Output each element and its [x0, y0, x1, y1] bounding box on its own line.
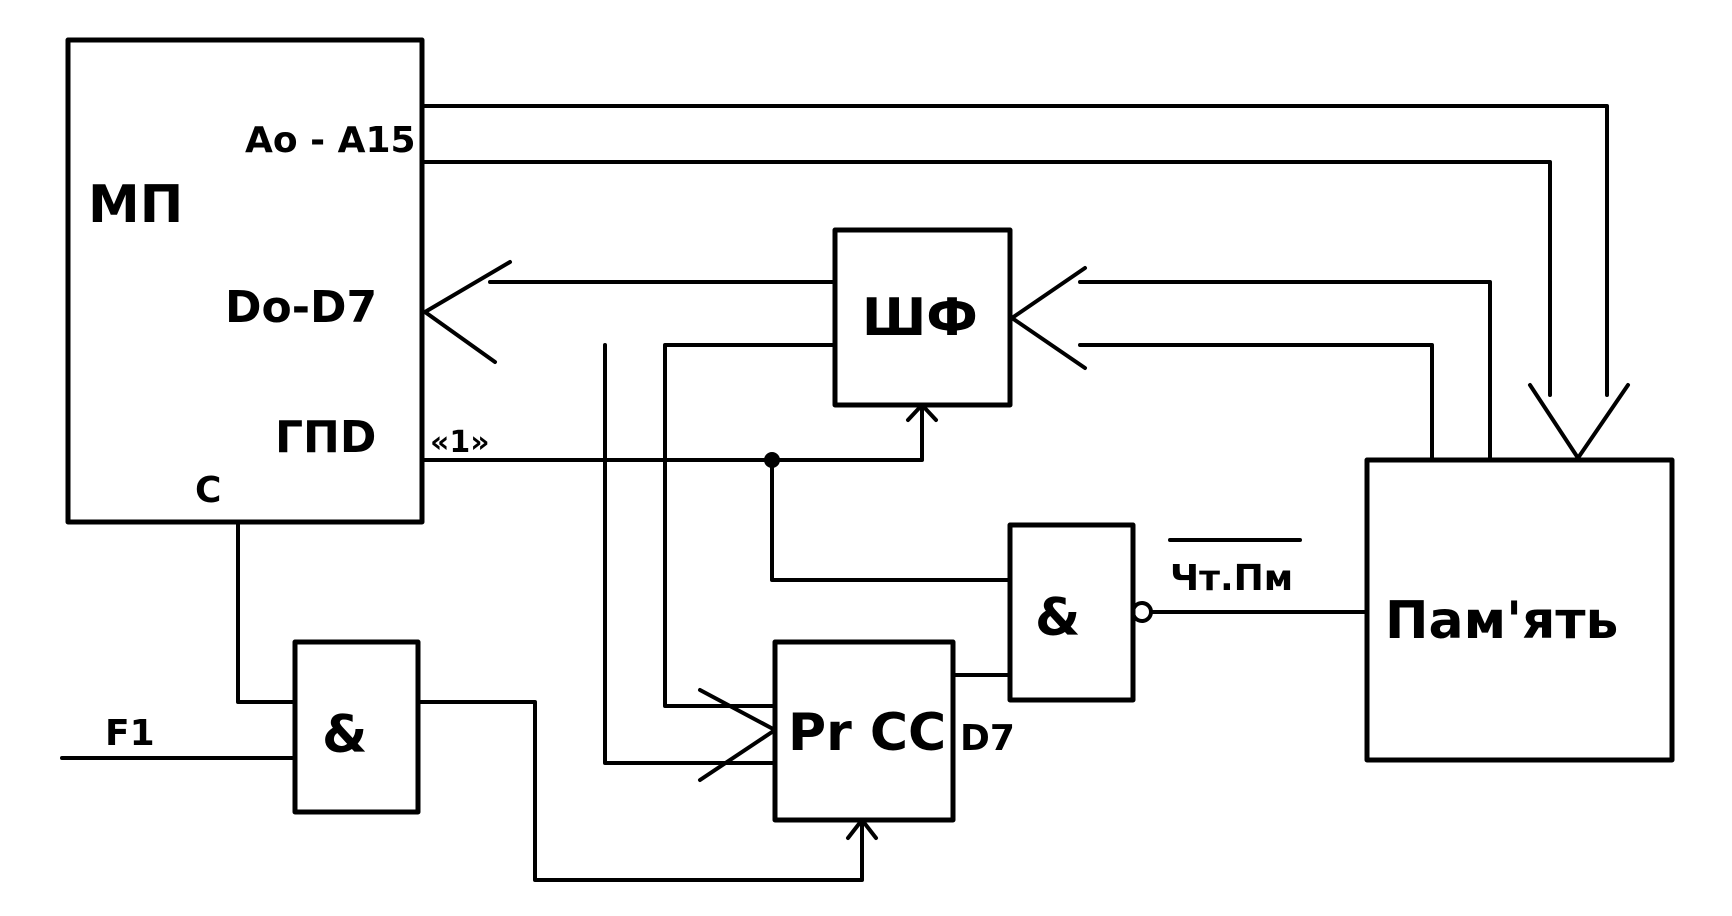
memory-label: Пам'ять: [1385, 591, 1618, 651]
rg-data-arrowhead: [698, 688, 777, 782]
address-bus-inner: [420, 160, 1552, 397]
gpd-to-shf: [420, 403, 924, 462]
rg-cc-label: Pr CC: [788, 703, 946, 763]
data-bus-mem-outer: [1078, 280, 1492, 462]
address-bus-outer: [420, 104, 1609, 397]
shf-label: ШФ: [862, 288, 978, 348]
junction-to-and-top: [770, 458, 1012, 582]
c-to-and-bottom: [236, 520, 297, 704]
memory-block: Пам'ять: [1364, 457, 1675, 763]
mp-clock-label: C: [195, 470, 221, 511]
read-mem-signal: Чт.Пм: [1149, 538, 1369, 614]
shf-block: ШФ: [832, 227, 1013, 408]
one-signal-label: «1»: [430, 425, 490, 460]
and-bottom-to-rg-clock: [416, 700, 864, 882]
rg-cc-block: Pr CC D7: [772, 639, 1015, 823]
and-bottom-box: [292, 639, 421, 815]
mp-address-label: Ao - A15: [245, 120, 416, 161]
data-bus-to-rg-inner: [663, 343, 837, 708]
mp-data-label: Do-D7: [225, 282, 377, 333]
data-bus-to-rg-outer: [603, 343, 777, 765]
mp-gpd-label: ГПD: [275, 412, 376, 463]
d7-label: D7: [960, 718, 1015, 759]
data-bus: [423, 260, 1492, 782]
and-gate-top: &: [1007, 522, 1153, 703]
mp-label: МП: [88, 175, 183, 235]
data-bus-mem-inner: [1078, 343, 1434, 462]
and-bottom-label: &: [322, 705, 367, 765]
rg-clock-arrowhead: [846, 818, 878, 840]
shf-input-arrowhead: [1010, 266, 1087, 370]
gpd-line: «1»: [420, 403, 1012, 582]
mp-block: МП Ao - A15 Do-D7 ГПD C: [65, 37, 425, 525]
clock-path: F1: [60, 520, 878, 882]
mp-box: [65, 37, 425, 525]
mp-data-arrowhead: [423, 260, 512, 364]
and-top-label: &: [1035, 588, 1080, 648]
f1-label: F1: [105, 713, 155, 754]
and-gate-bottom: &: [292, 639, 421, 815]
address-bus-arrowhead: [1528, 383, 1630, 460]
shf-enable-arrowhead: [906, 403, 938, 422]
read-mem-label: Чт.Пм: [1170, 558, 1293, 599]
address-bus: [420, 104, 1630, 460]
inverter-bubble: [1131, 601, 1153, 623]
